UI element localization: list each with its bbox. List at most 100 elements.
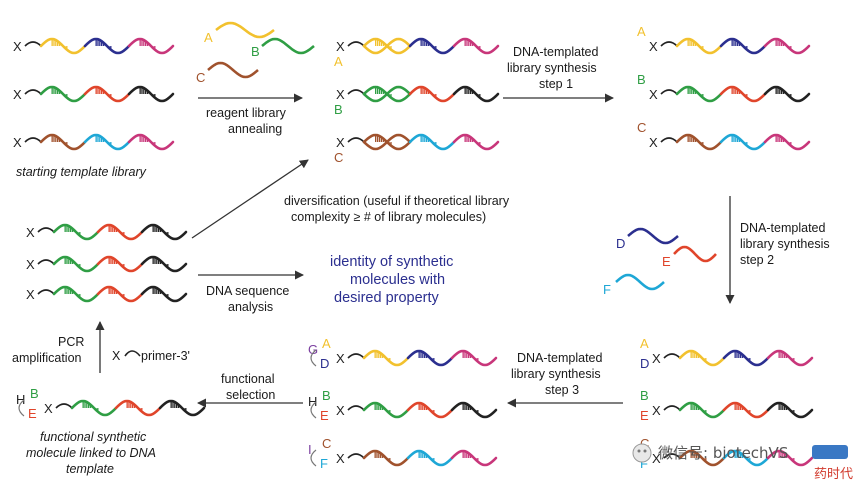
step2-product-2-x-label: X: [652, 403, 661, 418]
step3-product-3-block-2: F: [320, 456, 328, 471]
selected-product-block-2: E: [28, 406, 37, 421]
selection-label-line1: functional: [221, 372, 275, 386]
step2-product-1-linker: [663, 353, 681, 359]
step2-product-2-linker: [663, 405, 681, 411]
step2-product-3-building-block-1: C: [640, 436, 649, 451]
step3-product-3-ring: [310, 449, 317, 467]
step3-product-2-x-label: X: [336, 403, 345, 418]
primer-x: X: [112, 349, 121, 363]
step3-product-1-block-1: A: [322, 336, 331, 351]
step2-product-3-x-label: X: [652, 451, 661, 466]
diversification-label-line2: complexity ≥ # of library molecules): [291, 210, 486, 224]
wechat-icon-dot: [637, 449, 641, 453]
step1-label-line3: step 1: [539, 77, 573, 91]
step3-product-2-ring: [310, 401, 317, 419]
step1-product-3-linker: [660, 137, 678, 143]
reagent-d-strand: [627, 227, 679, 245]
step1-product-2-linker: [660, 89, 678, 95]
start-template-3-x-label: X: [13, 135, 22, 150]
arrow-diversification: [191, 159, 309, 239]
step3-product-2-block-1: B: [322, 388, 331, 403]
step3-product-3-block-1: C: [322, 436, 331, 451]
annealing-label-line2: annealing: [228, 122, 282, 136]
start-template-2-x-label: X: [13, 87, 22, 102]
step2-label-line3: step 2: [740, 253, 774, 267]
mixed-template-3-x-label: X: [26, 287, 35, 302]
reagent-c-strand: [207, 61, 259, 79]
logo-text: 药时代: [814, 467, 853, 482]
selection-label-line2: selection: [226, 388, 275, 402]
step2-product-3-building-block-2: F: [640, 456, 648, 471]
step2-product-1-x-label: X: [652, 351, 661, 366]
reagent-f-strand: [615, 273, 665, 291]
reagent-d-label: D: [616, 236, 625, 251]
reagent-c-label: C: [196, 70, 205, 85]
step3-label-line2: library synthesis: [511, 367, 601, 381]
pcr-label-line1: PCR: [58, 335, 84, 349]
identity-label-line3: desired property: [334, 290, 440, 306]
step1-product-1-building-block-1: A: [637, 24, 646, 39]
watermark-text: 微信号: biotechVS: [658, 444, 788, 462]
step3-label-line1: DNA-templated: [517, 351, 602, 365]
logo-badge: [812, 445, 848, 459]
reagent-e-label: E: [662, 254, 671, 269]
sequence-analysis-label-line2: analysis: [228, 300, 273, 314]
pcr-label-line2: amplification: [12, 351, 82, 365]
step1-product-2-x-label: X: [649, 87, 658, 102]
wechat-icon-dot: [643, 449, 647, 453]
selected-product-linker: [55, 403, 73, 409]
start-template-1-linker: [24, 41, 42, 47]
step1-product-2-building-block-1: B: [637, 72, 646, 87]
annealed-3-x-label: X: [336, 135, 345, 150]
selected-product-block-1: B: [30, 386, 39, 401]
annealed-2-linker: [347, 89, 365, 95]
start-template-1-x-label: X: [13, 39, 22, 54]
step2-label-line2: library synthesis: [740, 237, 830, 251]
step3-product-2-linker: [347, 405, 365, 411]
step3-product-1-block-2: D: [320, 356, 329, 371]
step3-product-1-x-label: X: [336, 351, 345, 366]
reagent-a-label: A: [204, 30, 213, 45]
mixed-template-3-linker: [37, 289, 55, 295]
wechat-icon: [632, 443, 652, 463]
step3-label-line3: step 3: [545, 383, 579, 397]
start-template-3-linker: [24, 137, 42, 143]
step1-product-1-linker: [660, 41, 678, 47]
reagent-e-strand: [673, 245, 717, 263]
annealed-3-reagent-label: C: [334, 150, 343, 165]
step1-product-1-x-label: X: [649, 39, 658, 54]
watermark: 微信号: biotechVS 药时代: [632, 443, 853, 482]
mixed-template-2-linker: [37, 259, 55, 265]
starting-library-label: starting template library: [16, 165, 147, 179]
annealing-label-line1: reagent library: [206, 106, 287, 120]
step2-product-2-building-block-1: B: [640, 388, 649, 403]
final-label-line1: functional synthetic: [40, 430, 147, 444]
primer-label: primer-3': [141, 349, 190, 363]
reagent-f-label: F: [603, 282, 611, 297]
step3-product-2-block-3: H: [308, 394, 317, 409]
step2-product-1-building-block-2: D: [640, 356, 649, 371]
mixed-template-2-x-label: X: [26, 257, 35, 272]
step2-label-line1: DNA-templated: [740, 221, 825, 235]
annealed-2-x-label: X: [336, 87, 345, 102]
step3-product-3-linker: [347, 453, 365, 459]
diversification-label-line1: diversification (useful if theoretical l…: [284, 194, 510, 208]
step3-product-1-linker: [347, 353, 365, 359]
step1-product-3-building-block-1: C: [637, 120, 646, 135]
step2-product-2-building-block-2: E: [640, 408, 649, 423]
step3-product-3-x-label: X: [336, 451, 345, 466]
annealed-1-linker: [347, 41, 365, 47]
start-template-2-linker: [24, 89, 42, 95]
step1-label-line1: DNA-templated: [513, 45, 598, 59]
sequence-analysis-label-line1: DNA sequence: [206, 284, 289, 298]
final-label-line3: template: [66, 462, 114, 476]
reagent-a-strand: [215, 21, 275, 39]
mixed-template-1-linker: [37, 227, 55, 233]
selected-product-block-3: H: [16, 392, 25, 407]
selected-product-x-label: X: [44, 401, 53, 416]
step1-product-3-x-label: X: [649, 135, 658, 150]
step3-product-2-block-2: E: [320, 408, 329, 423]
annealed-2-reagent-label: B: [334, 102, 343, 117]
